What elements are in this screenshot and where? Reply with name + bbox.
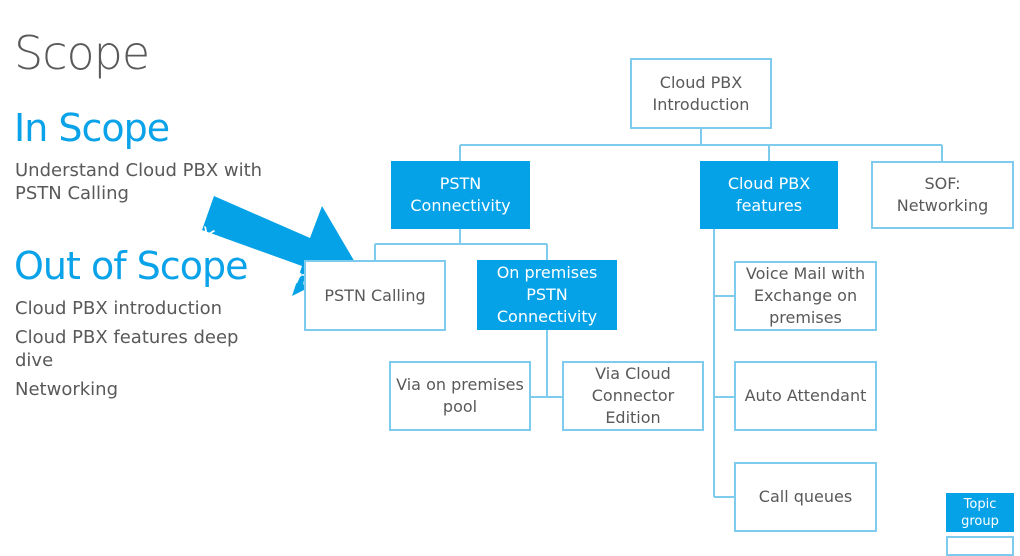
node-auto-attendant: Auto Attendant: [734, 361, 877, 431]
in-scope-item: Understand Cloud PBX with PSTN Calling: [15, 160, 263, 204]
out-of-scope-item: Cloud PBX introduction: [15, 298, 223, 319]
node-cloud-pbx-introduction: Cloud PBX Introduction: [630, 58, 772, 129]
node-pstn-calling: PSTN Calling: [304, 260, 446, 331]
slide-title: Scope: [14, 26, 150, 80]
out-of-scope-item: Cloud PBX features deep dive: [15, 327, 239, 371]
node-call-queues: Call queues: [734, 462, 877, 532]
node-sof-networking: SOF: Networking: [871, 161, 1014, 229]
legend-topic-group: Topic group: [946, 493, 1014, 532]
node-on-premises-pstn: On premises PSTN Connectivity: [477, 260, 617, 330]
node-via-cloud-connector: Via Cloud Connector Edition: [562, 361, 704, 431]
out-of-scope-item: Networking: [15, 379, 118, 400]
node-pstn-connectivity: PSTN Connectivity: [391, 161, 530, 229]
node-cloud-pbx-features: Cloud PBX features: [700, 161, 838, 229]
in-scope-heading: In Scope: [14, 106, 170, 150]
legend-outline-box: [946, 536, 1014, 556]
out-of-scope-heading: Out of Scope: [14, 244, 248, 288]
node-via-on-premises-pool: Via on premises pool: [389, 361, 531, 431]
node-voice-mail: Voice Mail with Exchange on premises: [734, 261, 877, 331]
